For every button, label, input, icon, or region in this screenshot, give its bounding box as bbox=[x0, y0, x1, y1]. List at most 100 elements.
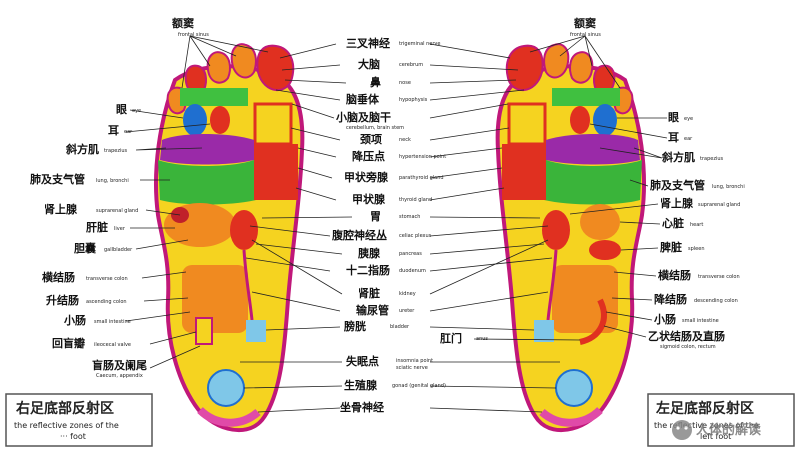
label-cecum-cn: 盲肠及阑尾 bbox=[92, 358, 147, 372]
label-eye-r-cn: 眼 bbox=[116, 103, 127, 116]
left-gonad-zone bbox=[555, 369, 593, 407]
label-small-int-l-en: small intestine bbox=[682, 318, 719, 324]
right-ureter-line bbox=[242, 249, 254, 321]
label-sigmoid-en: sigmoid colon, rectum bbox=[660, 344, 716, 350]
label-ear-r-cn: 耳 bbox=[108, 124, 119, 137]
label-eye-l-cn: 眼 bbox=[668, 111, 679, 124]
left-toe-2 bbox=[543, 43, 570, 79]
left-eye-zone bbox=[593, 104, 617, 136]
label-celiac-en: celiac plexus bbox=[399, 233, 432, 239]
label-neck-en: neck bbox=[399, 137, 411, 143]
leader-frontal-left bbox=[529, 35, 621, 89]
leader-neck bbox=[290, 127, 510, 141]
label-hypophysis-cn: 脑垂体 bbox=[346, 92, 380, 106]
leader-duodenum bbox=[245, 257, 553, 272]
label-transverse-l-cn: 横结肠 bbox=[658, 268, 691, 282]
right-gonad-zone bbox=[207, 369, 245, 407]
right-toe-3 bbox=[206, 51, 231, 84]
leader-parathyroid bbox=[297, 167, 503, 179]
leader-sciatic bbox=[257, 407, 543, 413]
label-insomnia-en2: sciatic nerve bbox=[396, 365, 428, 371]
label-thyroid-en: thyroid gland bbox=[399, 197, 432, 203]
leader-lung-l bbox=[629, 179, 649, 187]
leader-adrenal-l bbox=[569, 203, 659, 215]
label-trigeminal-cn: 三叉神经 bbox=[346, 36, 390, 50]
label-frontal-left-cn: 额窦 bbox=[574, 16, 596, 30]
label-neck-cn: 颈项 bbox=[360, 133, 382, 146]
label-heart-en: heart bbox=[690, 222, 703, 228]
leader-small-int-l bbox=[605, 311, 653, 321]
label-transverse-r-en: transverse colon bbox=[86, 276, 128, 282]
label-ascending-en: ascending colon bbox=[86, 299, 127, 305]
leader-adrenal-r bbox=[145, 209, 181, 216]
label-anus-cn: 肛门 bbox=[440, 331, 462, 345]
label-kidney-en: kidney bbox=[399, 291, 416, 297]
label-pancreas-cn: 胰腺 bbox=[357, 246, 381, 260]
label-adrenal-l-cn: 肾上腺 bbox=[660, 196, 694, 210]
left-toe-big bbox=[505, 44, 544, 92]
label-nose-cn: 鼻 bbox=[370, 75, 381, 89]
label-lung-l-en: lung, bronchi bbox=[712, 184, 745, 190]
leader-spleen bbox=[620, 247, 659, 251]
leader-pancreas bbox=[255, 243, 545, 255]
label-sigmoid-cn: 乙状结肠及直肠 bbox=[648, 329, 725, 343]
left-bladder-zone bbox=[534, 320, 554, 342]
label-kidney-cn: 肾脏 bbox=[358, 286, 380, 300]
leader-hypophysis bbox=[275, 89, 525, 101]
label-eye-l-en: eye bbox=[684, 116, 693, 122]
left-spleen-zone bbox=[589, 240, 621, 260]
label-ureter-en: ureter bbox=[399, 308, 415, 314]
label-lung-r-cn: 肺及支气管 bbox=[30, 172, 85, 186]
label-gallbladder-en: gallbladder bbox=[104, 247, 133, 253]
label-lung-l-cn: 肺及支气管 bbox=[650, 178, 705, 192]
left-title-box: 左足底部反射区 the reflective zones of the left… bbox=[647, 393, 795, 447]
watermark: 人体的解读 bbox=[672, 420, 761, 440]
label-insomnia-en: insomnia point bbox=[396, 358, 433, 364]
left-thyroid-zone bbox=[502, 144, 546, 200]
left-lung-zone bbox=[544, 160, 642, 205]
leader-heart bbox=[619, 221, 661, 225]
right-title-cn: 右足底部反射区 bbox=[15, 400, 114, 417]
label-parathyroid-en: parathyroid gland bbox=[399, 175, 444, 181]
leader-small-int-r bbox=[125, 311, 191, 322]
left-title-frame bbox=[647, 393, 795, 447]
label-small-int-l-cn: 小肠 bbox=[653, 312, 676, 326]
label-hypertension-cn: 降压点 bbox=[352, 149, 385, 163]
left-kidney-zone bbox=[542, 210, 570, 250]
label-heart-cn: 心脏 bbox=[662, 216, 684, 230]
label-frontal-right-cn: 额窦 bbox=[172, 16, 194, 30]
label-transverse-r-cn: 横结肠 bbox=[42, 270, 75, 284]
label-eye-r-en: eye bbox=[132, 108, 141, 114]
label-nose-en: nose bbox=[399, 80, 411, 86]
leader-ascending bbox=[143, 297, 189, 302]
left-heart-zone bbox=[580, 204, 620, 240]
leader-frontal-right bbox=[181, 35, 269, 89]
leader-hypertension bbox=[297, 147, 503, 158]
watermark-chat-icon bbox=[672, 420, 692, 440]
right-neck-zone bbox=[253, 102, 293, 146]
right-toe-band bbox=[180, 88, 248, 106]
label-cerebrum-en: cerebrum bbox=[399, 62, 423, 68]
right-ear-zone bbox=[210, 106, 230, 134]
leader-ileocecal bbox=[149, 331, 197, 345]
label-trapezius-r-en: trapezius bbox=[104, 148, 128, 154]
label-celiac-cn: 腹腔神经丛 bbox=[332, 228, 387, 242]
label-hypertension-en: hypertension point bbox=[399, 154, 446, 160]
label-anus-en: anus bbox=[476, 336, 488, 342]
label-ear-r-en: ear bbox=[124, 129, 133, 135]
label-small-int-r-cn: 小肠 bbox=[63, 313, 86, 327]
label-bladder-en: bladder bbox=[390, 324, 410, 330]
label-trigeminal-en: trigeminal nerve bbox=[399, 41, 440, 47]
label-descending-cn: 降结肠 bbox=[654, 292, 687, 306]
leader-ear-r bbox=[125, 123, 211, 133]
label-spleen-cn: 脾脏 bbox=[660, 240, 682, 254]
label-gallbladder-cn: 胆囊 bbox=[74, 241, 97, 255]
label-small-int-r-en: small intestine bbox=[94, 319, 131, 325]
leader-trapezius-r bbox=[135, 147, 203, 151]
left-title-en-1: the reflective zones of the bbox=[654, 421, 759, 430]
label-liver-en: liver bbox=[114, 226, 126, 232]
leader-anus bbox=[473, 338, 581, 341]
right-trapezius-zone bbox=[160, 134, 254, 165]
